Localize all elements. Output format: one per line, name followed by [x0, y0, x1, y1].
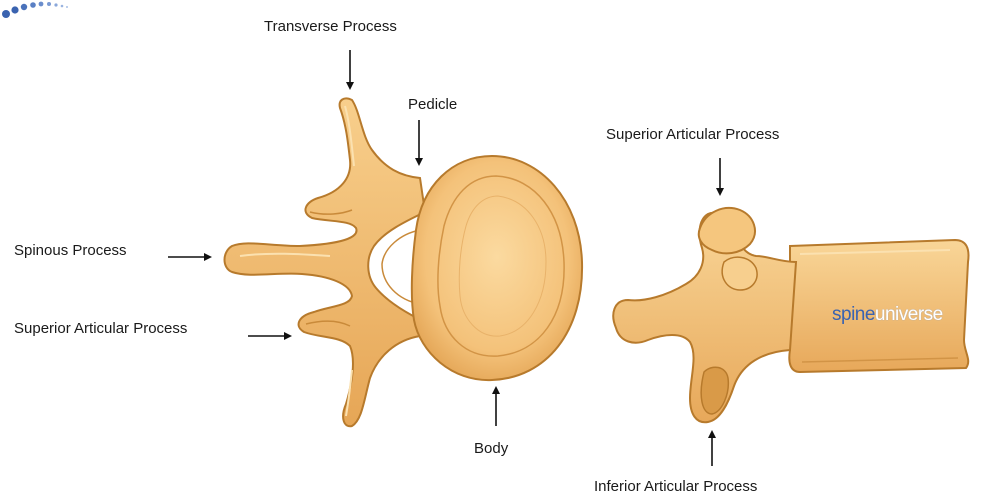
logo-word-universe: universe [875, 304, 943, 325]
label-spinous-process: Spinous Process [14, 242, 127, 260]
spineuniverse-logo: spineuniverse [832, 304, 943, 326]
spineuniverse-logo-dots [0, 0, 90, 20]
label-superior-articular-process-right: Superior Articular Process [606, 126, 779, 144]
label-transverse-process: Transverse Process [264, 18, 397, 36]
label-superior-articular-process-left: Superior Articular Process [14, 320, 187, 338]
label-body: Body [474, 440, 508, 458]
logo-word-spine: spine [832, 304, 875, 325]
side-facet [722, 257, 757, 290]
label-pedicle: Pedicle [408, 96, 457, 114]
label-inferior-articular-process: Inferior Articular Process [594, 478, 757, 496]
vertebra-top-view [225, 98, 583, 426]
